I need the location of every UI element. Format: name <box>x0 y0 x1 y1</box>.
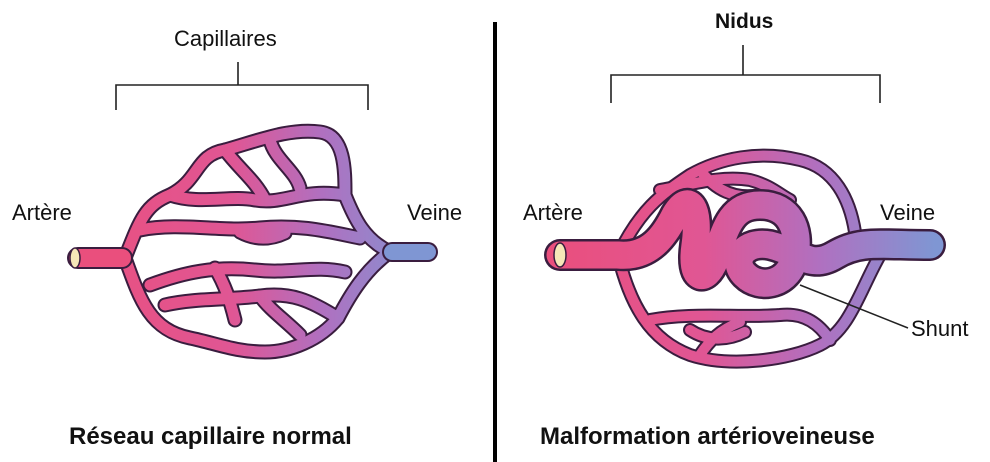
artery-label-right: Artère <box>523 200 583 226</box>
artery-opening-right <box>554 243 566 267</box>
avm-network <box>560 156 930 362</box>
nidus-bracket <box>611 45 880 103</box>
caption-avm: Malformation artérioveineuse <box>540 423 875 451</box>
nidus-label: Nidus <box>715 10 773 34</box>
shunt-label: Shunt <box>911 316 969 342</box>
normal-capillary-network <box>75 131 428 352</box>
vein-label-left: Veine <box>407 200 462 226</box>
caption-normal-network: Réseau capillaire normal <box>69 423 352 451</box>
capillaires-label: Capillaires <box>174 26 277 52</box>
vein-label-right: Veine <box>880 200 935 226</box>
artery-opening-left <box>70 248 80 268</box>
artery-label-left: Artère <box>12 200 72 226</box>
capillaires-bracket <box>116 62 368 110</box>
